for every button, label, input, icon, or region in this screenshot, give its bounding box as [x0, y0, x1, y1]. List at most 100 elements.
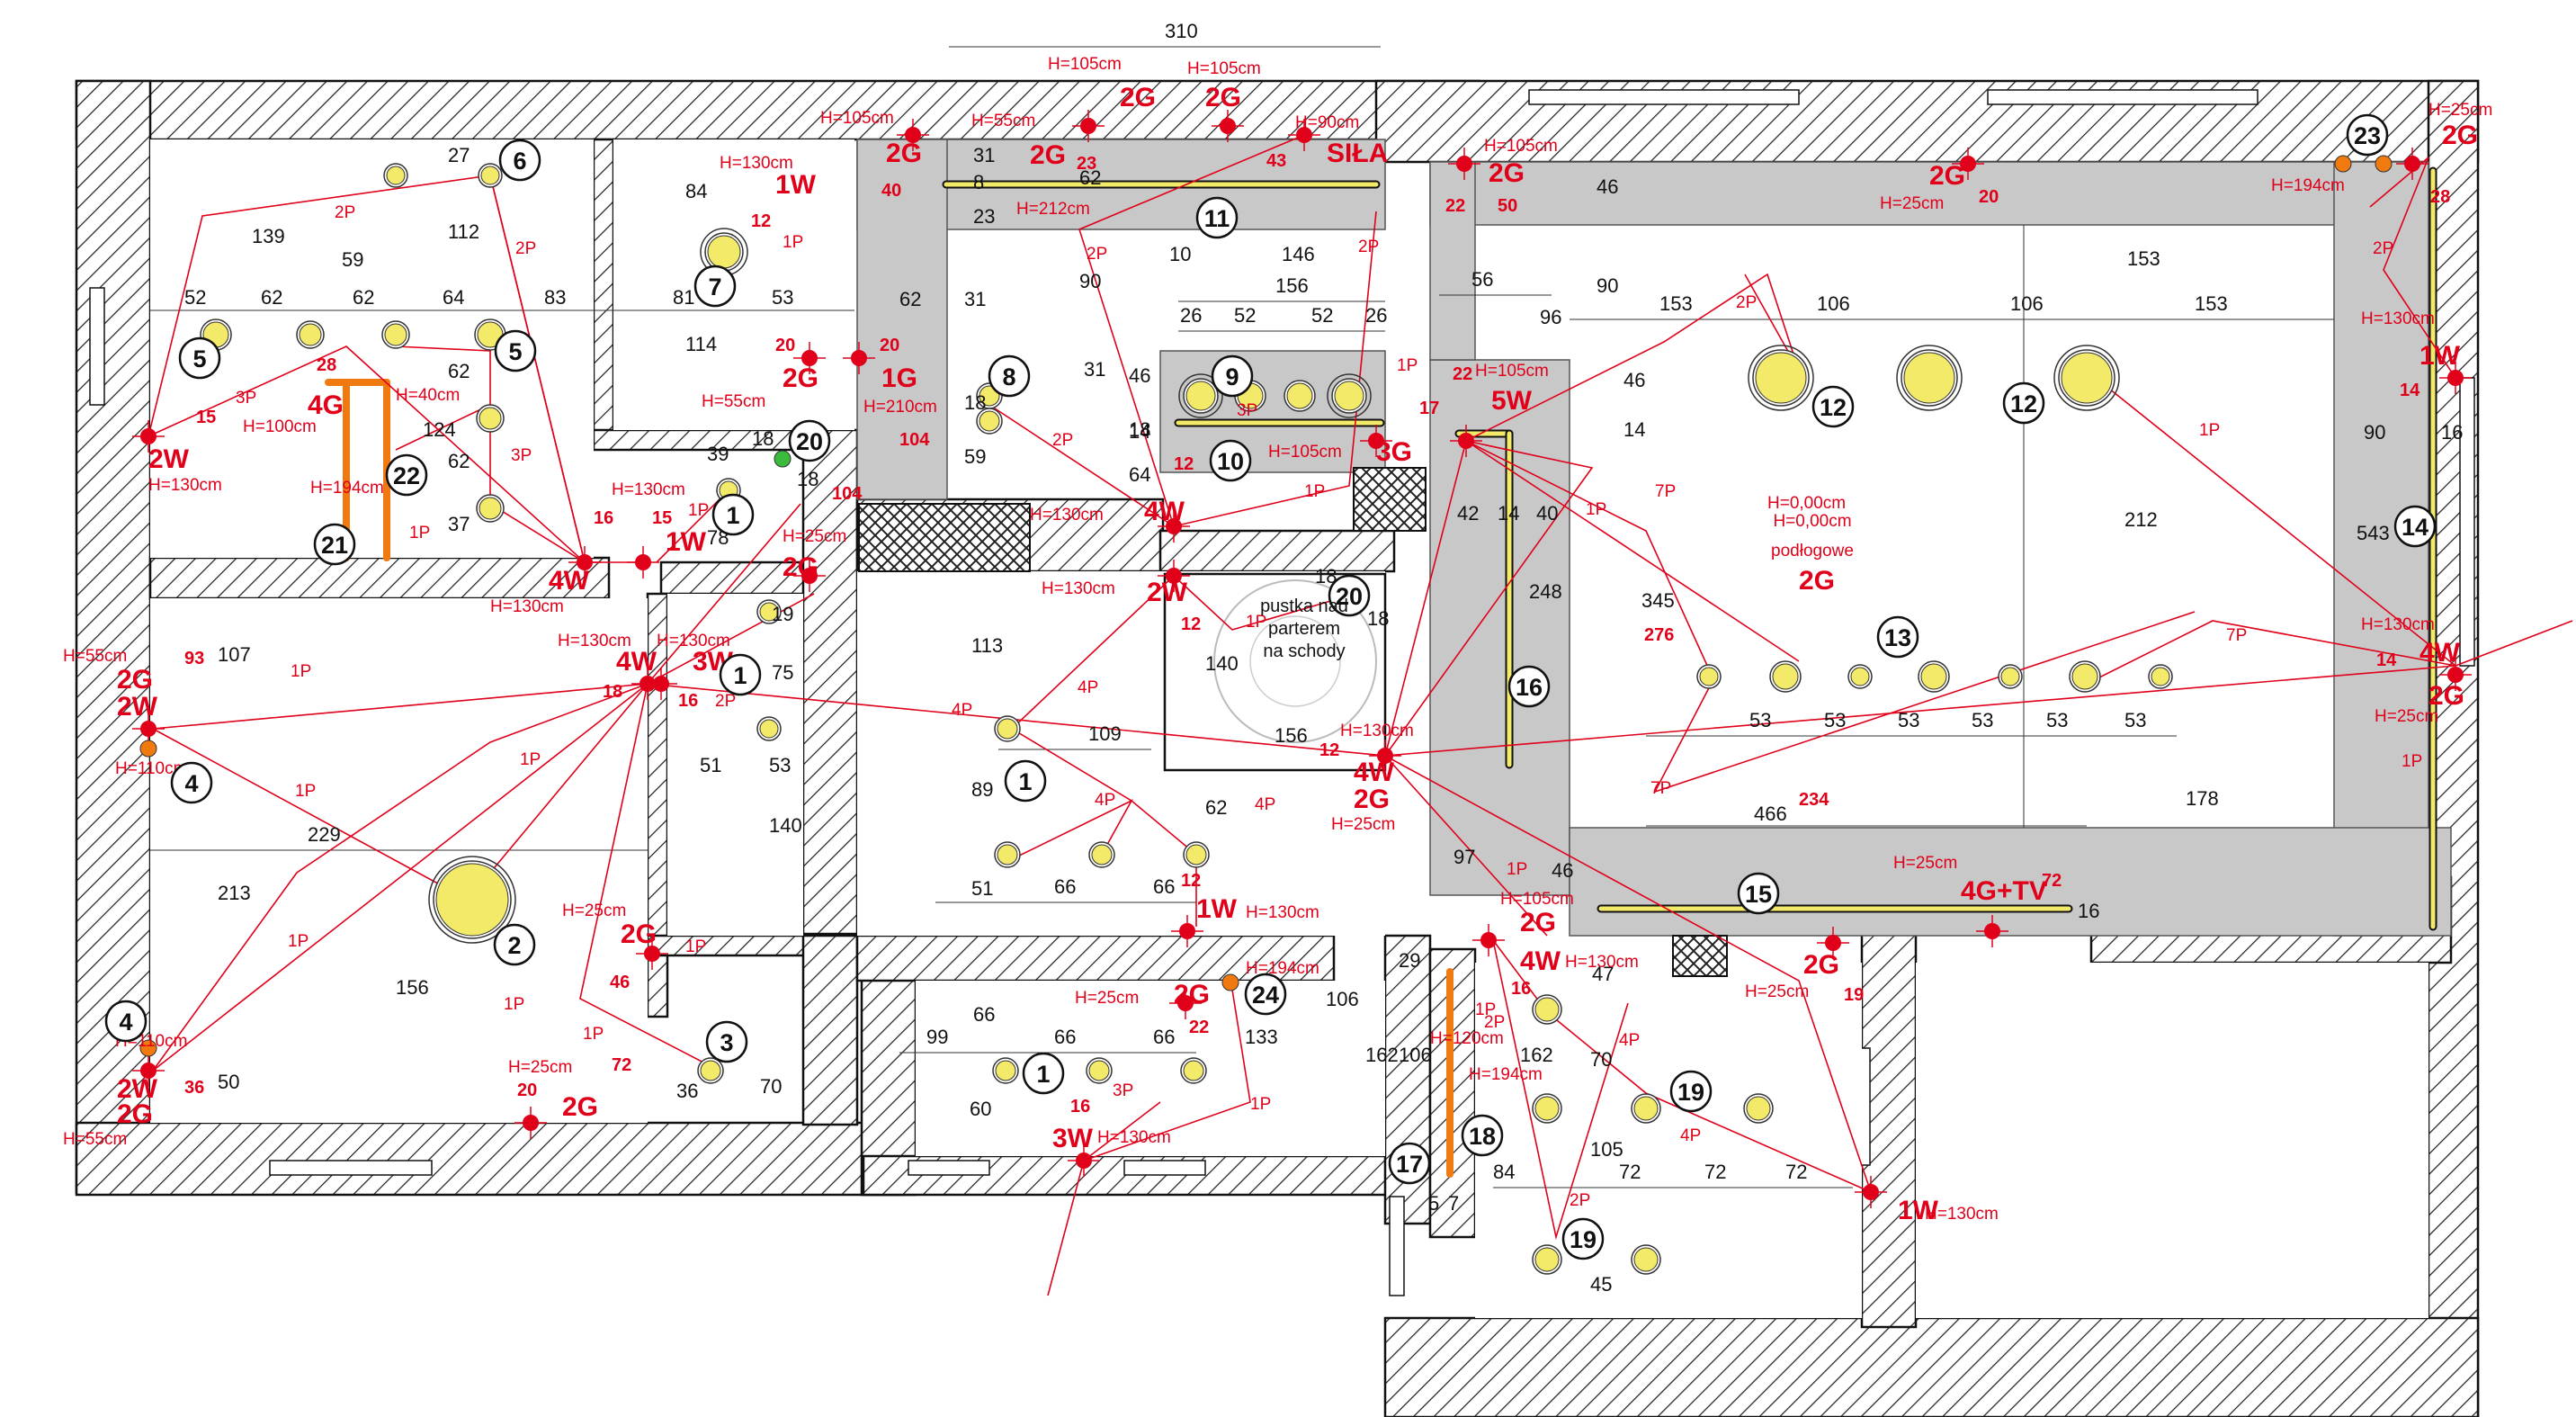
wire-route [1011, 799, 1133, 860]
wire-count-label: 1P [291, 662, 311, 681]
fixture-number-badge: 20 [1328, 574, 1371, 617]
socket-icon [132, 713, 165, 745]
fixture-number-badge: 22 [385, 453, 428, 497]
dimension-label: 46 [1552, 859, 1573, 882]
lamp-icon [1696, 664, 1722, 689]
lamp-icon [478, 163, 503, 188]
dimension-label: 97 [1453, 846, 1475, 868]
height-label: H=120cm [1430, 1029, 1504, 1048]
dimension-label: 26 [1365, 304, 1387, 327]
outlet-group-label: 2W [117, 1074, 158, 1104]
fixture-number-badge: 1 [719, 653, 762, 696]
top-wall-left [75, 79, 1481, 141]
wire-count-label: 1P [2199, 421, 2220, 440]
lamp-icon [428, 856, 516, 944]
svg-text:19: 19 [1677, 1079, 1704, 1106]
fixture-number-badge: 11 [1195, 196, 1239, 239]
height-label: H=25cm [783, 527, 846, 546]
socket-icon [1288, 119, 1320, 151]
dimension-label: 52 [1234, 304, 1256, 327]
floor-socket-note-1: H=0,00cm [1773, 512, 1851, 531]
svg-text:5: 5 [192, 345, 206, 372]
dimension-label: 213 [218, 882, 251, 904]
height-label: H=25cm [1745, 982, 1809, 1001]
dimension-label: 66 [1054, 875, 1076, 898]
wire-count-label: 3P [511, 446, 532, 465]
height-label: H=130cm [2361, 615, 2435, 634]
dimension-label: 46 [1623, 369, 1645, 391]
dimension-label: 7 [1448, 1192, 1459, 1215]
dimension-label: 45 [1590, 1273, 1612, 1296]
outlet-group-label: 3W [1052, 1124, 1094, 1153]
socket-icon [514, 1107, 547, 1139]
socket-icon [1158, 510, 1190, 543]
socket-icon [1072, 110, 1105, 142]
wire-count-label: 1P [520, 750, 541, 769]
wire-count-label: 2P [2373, 239, 2393, 258]
dimension-label: 5 [1428, 1192, 1439, 1215]
lamp-icon [1532, 1244, 1562, 1275]
dimension-label: 46 [1129, 364, 1150, 387]
fixture-number-badge: 10 [1209, 439, 1252, 482]
dimension-label: 39 [707, 443, 729, 465]
height-label: H=105cm [820, 109, 894, 128]
fixture-number-badge: 4 [170, 761, 213, 804]
dimension-label: 56 [1471, 268, 1493, 291]
lamp-icon [1532, 994, 1562, 1025]
outlet-group-label: 2G [1803, 950, 1839, 980]
svg-text:18: 18 [1469, 1123, 1496, 1150]
socket-icon [568, 546, 601, 578]
lamp-icon [476, 494, 505, 523]
lamp-icon [476, 404, 505, 433]
socket-icon [1212, 110, 1244, 142]
wire-count-label: 3P [1237, 401, 1257, 420]
socket-icon [1976, 915, 2008, 947]
wire-route [1011, 575, 1175, 730]
wire-count-label: 2P [1484, 1013, 1505, 1032]
dimension-label: 105 [1590, 1138, 1623, 1161]
height-label: H=130cm [612, 480, 685, 499]
dimension-label: 23 [973, 205, 995, 228]
offset-label: 12 [1319, 740, 1339, 760]
dimension-label: 18 [1367, 607, 1389, 630]
fixture-number-badge: 14 [2393, 505, 2437, 548]
wire-route [1384, 755, 1872, 1193]
wire-route [1465, 440, 1800, 662]
lamp-icon [2069, 660, 2101, 693]
wire-count-label: 1P [583, 1025, 604, 1044]
outlet-group-label: 2G [1354, 785, 1390, 814]
conduit-point-icon [139, 740, 157, 758]
offset-label: 22 [1453, 364, 1472, 384]
outlet-group-label: 5W [1491, 386, 1533, 416]
outlet-group-label: 2G [562, 1092, 598, 1122]
fixture-number-badge: 4 [104, 1000, 148, 1043]
lamp-icon [1631, 1093, 1661, 1124]
lamp-icon [1086, 1057, 1113, 1084]
dimension-label: 212 [2124, 508, 2158, 531]
lamp-icon [1847, 664, 1873, 689]
outlet-group-label: 4W [616, 647, 657, 677]
outlet-group-label: 1W [2419, 341, 2461, 371]
dimension-label: 64 [1129, 463, 1150, 486]
south-wall-right [1383, 1316, 2480, 1417]
dimension-label: 29 [1399, 949, 1420, 972]
wire-count-label: 1P [685, 937, 706, 956]
offset-label: 28 [2430, 187, 2450, 207]
fixture-number-badge: 1 [711, 493, 755, 536]
wire-route [2369, 157, 2456, 379]
lamp-icon [1183, 841, 1210, 868]
wire-count-label: 2P [1358, 238, 1379, 256]
socket-icon [1450, 425, 1482, 457]
dimension-label: 90 [1079, 270, 1101, 292]
socket-icon [1158, 560, 1190, 592]
wire-count-label: 3P [1113, 1081, 1133, 1100]
socket-icon [1817, 927, 1849, 959]
lamp-icon [756, 716, 782, 741]
socket-icon [793, 560, 826, 592]
svg-text:20: 20 [796, 428, 823, 455]
svg-text:24: 24 [1252, 982, 1279, 1009]
wire-count-label: 1P [295, 782, 316, 801]
outlet-group-label: 1W [775, 170, 817, 200]
dimension-label: 31 [964, 288, 986, 310]
height-label: H=130cm [148, 476, 222, 495]
